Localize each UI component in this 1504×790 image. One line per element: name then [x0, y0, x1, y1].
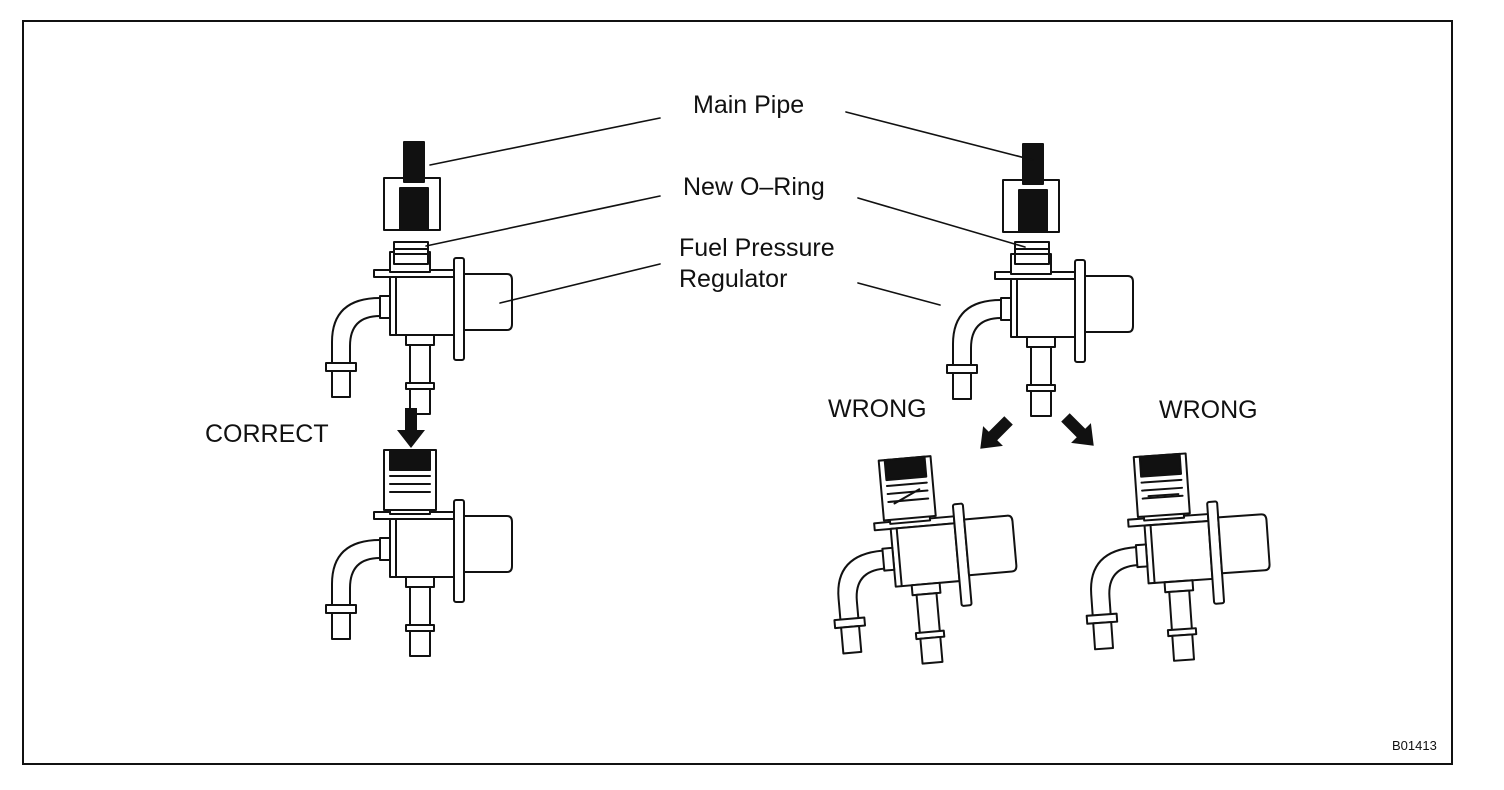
regulator-wrong-right [1077, 452, 1277, 668]
arrow-wrong-left [969, 409, 1020, 460]
label-fuel-pressure: Fuel Pressure [679, 234, 835, 262]
figure-code: B01413 [1392, 738, 1437, 753]
arrow-wrong-right [1054, 406, 1105, 457]
label-correct: CORRECT [205, 420, 329, 448]
label-new-o-ring: New O–Ring [683, 173, 825, 201]
label-main-pipe: Main Pipe [693, 91, 805, 119]
label-wrong-left: WRONG [828, 395, 927, 423]
regulator-top-right [946, 241, 1134, 417]
label-regulator: Regulator [679, 265, 788, 293]
leader-lines [425, 111, 1034, 306]
regulator-top-left [325, 241, 513, 415]
pipe-top-left [383, 141, 441, 231]
diagram-frame [22, 20, 1453, 765]
regulator-wrong-left [823, 455, 1026, 672]
pipe-top-right [1002, 143, 1060, 233]
regulator-correct [325, 449, 513, 657]
label-wrong-right: WRONG [1159, 396, 1258, 424]
